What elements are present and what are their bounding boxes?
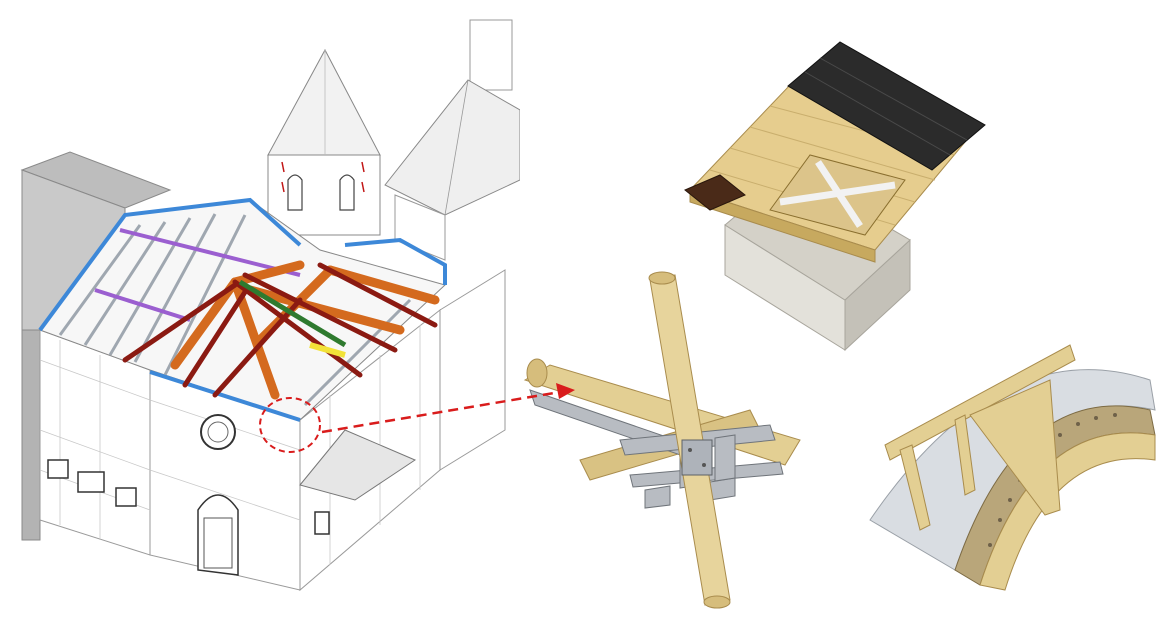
wood-deck-edge <box>689 189 876 263</box>
cross-brace <box>779 160 896 228</box>
red-trusses <box>122 262 438 398</box>
porch-window <box>314 511 330 535</box>
steel-collar <box>681 439 713 476</box>
main-door <box>197 494 239 576</box>
column-top <box>648 271 676 285</box>
gutter <box>684 174 746 211</box>
yellow-beam <box>309 342 346 358</box>
steel-beam-joint-icon <box>523 271 801 609</box>
neighbour-block-face <box>21 329 41 541</box>
porch-roof <box>299 429 417 501</box>
roof-layers-icon <box>684 41 986 352</box>
green-beam <box>238 279 347 348</box>
bolt-2 <box>702 463 706 467</box>
vault-section-icon <box>869 344 1156 591</box>
rose-window <box>200 414 236 450</box>
ground-windows <box>47 459 137 507</box>
shingle-rows <box>804 57 968 156</box>
tie-beams <box>94 228 301 322</box>
column-bottom <box>703 595 731 609</box>
rose-window-inner <box>207 421 229 443</box>
timber-extrados <box>979 432 1156 591</box>
vault-detail-illustration <box>860 320 1160 620</box>
callout-circle <box>259 397 321 453</box>
door-panels <box>203 517 233 569</box>
right-building <box>384 19 520 261</box>
ring-beams <box>38 197 447 422</box>
bell-tower <box>267 48 381 236</box>
timber-end <box>526 358 548 388</box>
shingle-layer <box>787 41 986 171</box>
church-roof-structure-icon <box>20 19 520 592</box>
vault-trusses <box>884 344 1076 531</box>
roof-rafters <box>58 213 412 407</box>
joint-detail-illustration <box>500 250 830 630</box>
building-illustration <box>0 0 520 633</box>
roof-detail-illustration <box>670 30 1000 360</box>
bolt-1 <box>688 448 692 452</box>
